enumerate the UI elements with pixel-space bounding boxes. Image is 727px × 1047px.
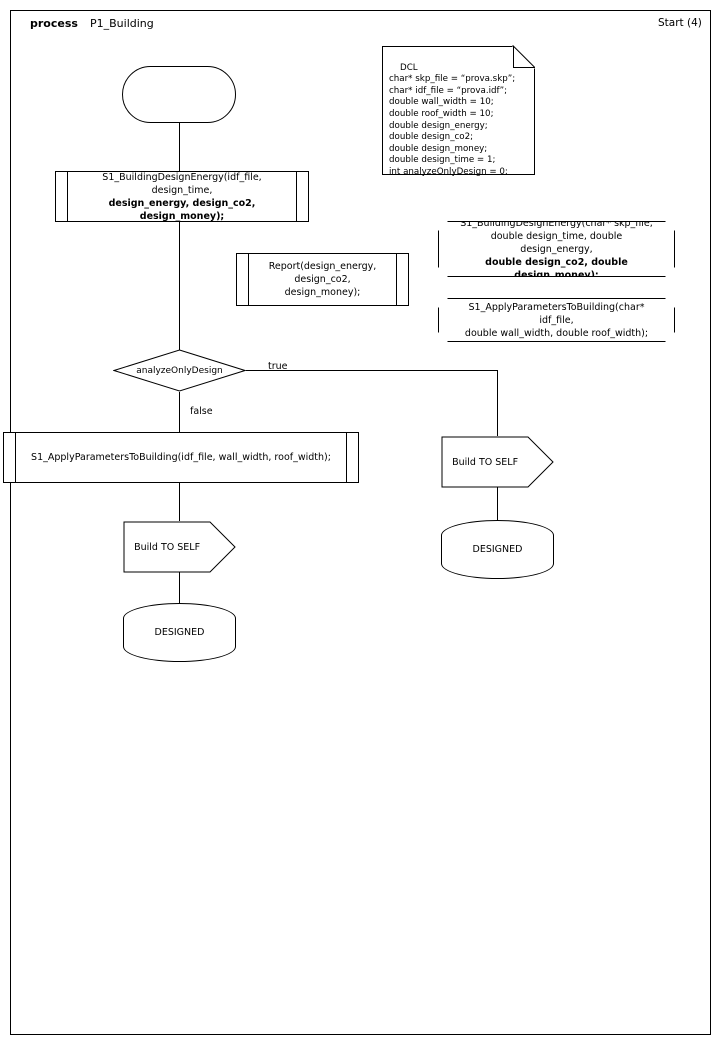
declaration-note-text: DCL char* skp_file = “prova.skp”; char* …: [389, 62, 516, 177]
decl2-line1: S1_ApplyParametersToBuilding(char* idf_f…: [468, 301, 645, 326]
build-to-self-false-label: Build TO SELF: [134, 541, 201, 553]
edge-true-horizontal: [246, 370, 497, 371]
call-building-design-energy[interactable]: S1_BuildingDesignEnergy(idf_file, design…: [55, 171, 309, 222]
declaration-apply-parameters-to-building: S1_ApplyParametersToBuilding(char* idf_f…: [438, 298, 675, 342]
designed-false-label: DESIGNED: [154, 627, 205, 638]
designed-terminal-false-branch[interactable]: DESIGNED: [123, 603, 236, 662]
call-report-label: Report(design_energy, design_co2, design…: [251, 260, 394, 299]
decl1-line1: S1_BuildingDesignEnergy(char* skp_file,: [460, 217, 653, 229]
declaration-apply-parameters-label: S1_ApplyParametersToBuilding(char* idf_f…: [457, 301, 656, 340]
connector-call1-to-decision: [179, 222, 180, 358]
decision-analyze-only-design[interactable]: analyzeOnlyDesign: [113, 349, 246, 392]
connector-start-to-call1: [179, 123, 180, 171]
decl1-line2: double design_time, double design_energy…: [490, 230, 623, 255]
header-start-label: Start (4): [658, 17, 702, 29]
build-to-self-true-label: Build TO SELF: [452, 456, 519, 468]
declaration-building-design-energy: S1_BuildingDesignEnergy(char* skp_file, …: [438, 221, 675, 277]
decl2-line2: double wall_width, double roof_width);: [464, 327, 649, 339]
call-apply-parameters-to-building[interactable]: S1_ApplyParametersToBuilding(idf_file, w…: [3, 432, 359, 483]
call-building-design-energy-label: S1_BuildingDesignEnergy(idf_file, design…: [70, 171, 294, 223]
call-apply-parameters-label: S1_ApplyParametersToBuilding(idf_file, w…: [31, 452, 331, 463]
build-to-self-false-branch[interactable]: Build TO SELF: [123, 521, 236, 573]
edge-false-vertical: [179, 392, 180, 434]
note-fold-corner-icon: [513, 46, 535, 68]
header-keyword: process: [30, 17, 78, 30]
edge-true-vertical: [497, 370, 498, 436]
call1-line1: S1_BuildingDesignEnergy(idf_file, design…: [102, 171, 262, 196]
edge-label-true: true: [268, 361, 288, 372]
start-terminal[interactable]: [122, 66, 236, 123]
designed-terminal-true-branch[interactable]: DESIGNED: [441, 520, 554, 579]
page-title: P1_Building: [90, 17, 154, 30]
decision-label: analyzeOnlyDesign: [136, 365, 223, 376]
report-line1: Report(design_energy,: [268, 261, 377, 272]
call1-line2: design_energy, design_co2, design_money)…: [108, 197, 256, 222]
build-to-self-true-branch[interactable]: Build TO SELF: [441, 436, 554, 488]
connector-build-false-to-designed: [179, 572, 180, 603]
edge-label-false: false: [190, 406, 213, 417]
designed-true-label: DESIGNED: [472, 544, 523, 555]
call-report[interactable]: Report(design_energy, design_co2, design…: [236, 253, 409, 306]
connector-call2-to-build-false: [179, 483, 180, 521]
report-line2: design_co2, design_money);: [284, 274, 361, 298]
declaration-note: DCL char* skp_file = “prova.skp”; char* …: [382, 46, 535, 177]
page-border: [10, 10, 711, 1035]
decl1-line3: double design_co2, double design_money);: [485, 256, 628, 281]
connector-build-true-to-designed: [497, 487, 498, 520]
declaration-building-design-energy-label: S1_BuildingDesignEnergy(char* skp_file, …: [457, 217, 656, 282]
